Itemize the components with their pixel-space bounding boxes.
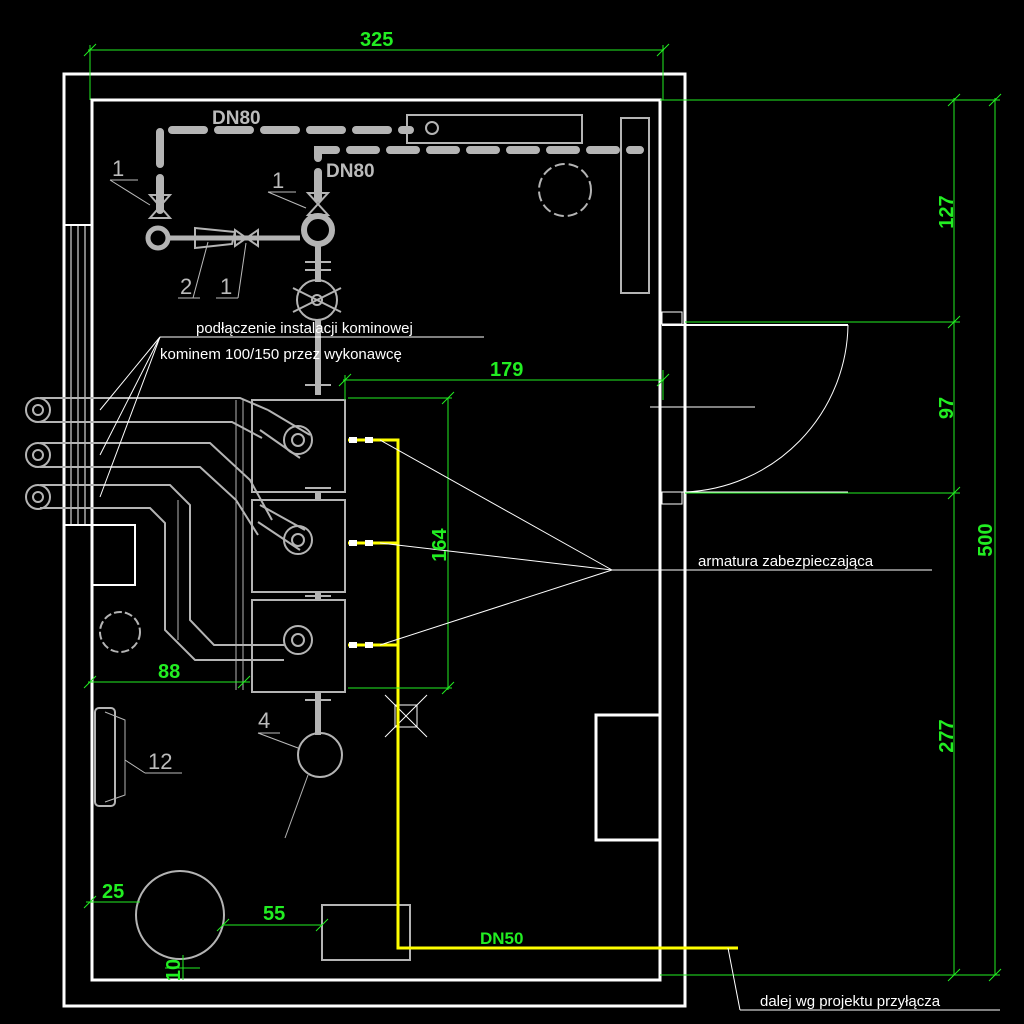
inner-wall bbox=[90, 98, 662, 982]
equipment bbox=[25, 114, 650, 961]
safety-fittings-label: armatura zabezpieczająca bbox=[698, 553, 874, 570]
chimney-note-line1: podłączenie instalacji kominowej bbox=[196, 320, 413, 337]
dim-277: 277 bbox=[936, 719, 958, 752]
dn80-pipe-mid bbox=[314, 146, 644, 202]
tank-bottom bbox=[135, 870, 225, 960]
leader-lines bbox=[99, 179, 1000, 1011]
chimney-flues bbox=[25, 397, 284, 690]
dim-325: 325 bbox=[360, 29, 393, 51]
filter-2 bbox=[194, 226, 237, 250]
outer-wall bbox=[62, 72, 687, 1008]
item-1a: 1 bbox=[112, 156, 124, 181]
valve-1a bbox=[147, 194, 173, 219]
valve-1c bbox=[234, 228, 259, 248]
item-4: 4 bbox=[258, 708, 270, 733]
gas-meter-box bbox=[321, 904, 411, 961]
dim-164: 164 bbox=[429, 527, 451, 561]
drain-top bbox=[538, 163, 592, 217]
dim-10: 10 bbox=[163, 959, 185, 981]
wall-niche bbox=[594, 713, 662, 842]
dim-500: 500 bbox=[975, 523, 997, 556]
dn80-mid-label: DN80 bbox=[326, 161, 375, 182]
cabinet bbox=[620, 117, 650, 294]
gas-pipe-dn50 bbox=[348, 438, 738, 950]
boiler-2 bbox=[251, 499, 346, 593]
chimney-note-line2: kominem 100/150 przez wykonawcę bbox=[160, 346, 402, 363]
dim-179: 179 bbox=[490, 359, 523, 381]
item-2: 2 bbox=[180, 274, 192, 299]
item-1c: 1 bbox=[220, 274, 232, 299]
dn80-top-label: DN80 bbox=[212, 108, 261, 129]
dim-55: 55 bbox=[263, 903, 285, 925]
walls bbox=[62, 72, 687, 1008]
expansion-vessel bbox=[297, 732, 343, 778]
continue-label: dalej wg projektu przyłącza bbox=[760, 993, 941, 1010]
dim-88: 88 bbox=[158, 661, 180, 683]
tank-top bbox=[406, 114, 583, 144]
item-1b: 1 bbox=[272, 168, 284, 193]
floor-drain bbox=[99, 611, 141, 653]
valve-1b bbox=[305, 192, 331, 216]
door bbox=[650, 311, 849, 505]
dim-97: 97 bbox=[936, 397, 958, 419]
boiler-1 bbox=[251, 399, 346, 493]
dim-25: 25 bbox=[102, 881, 124, 903]
dn50-label: DN50 bbox=[480, 929, 523, 948]
item-12: 12 bbox=[148, 749, 172, 774]
device-12 bbox=[94, 707, 116, 807]
dim-127: 127 bbox=[936, 195, 958, 228]
dn80-pipe-top bbox=[156, 126, 414, 214]
wall-recess bbox=[92, 524, 136, 586]
dimension-lines bbox=[83, 43, 1002, 982]
